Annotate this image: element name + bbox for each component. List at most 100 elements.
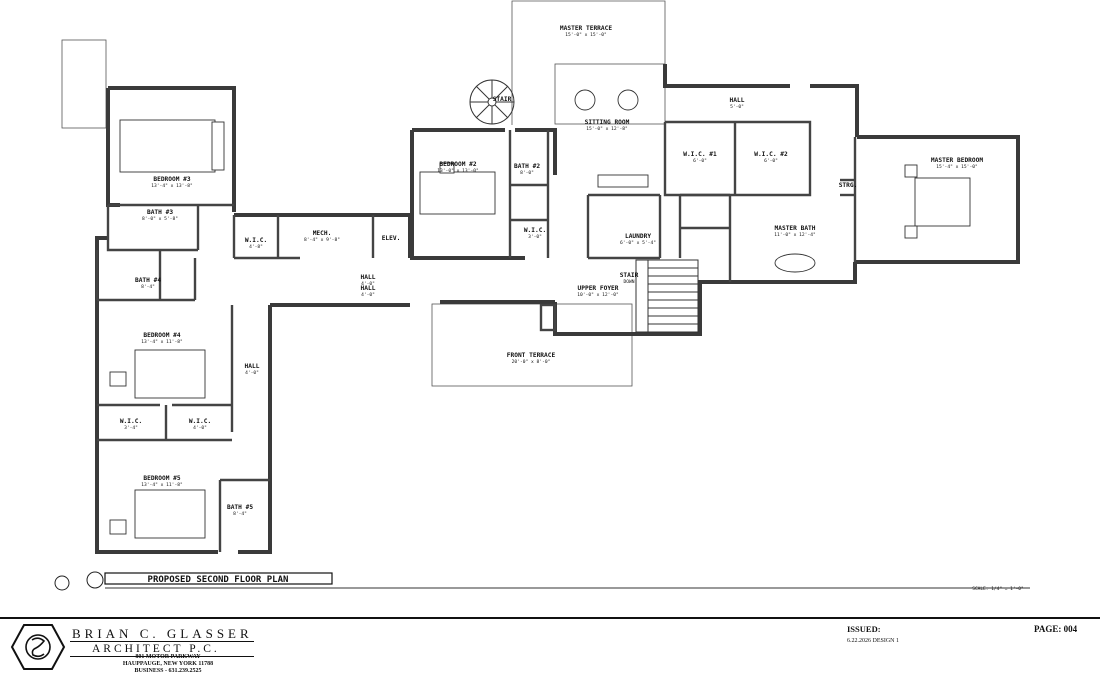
plan-title-block: PROPOSED SECOND FLOOR PLAN SCALE: 1/4" =… — [54, 571, 1030, 592]
room-label: W.I.C.3'-4" — [120, 418, 142, 431]
firm-divider — [70, 656, 254, 657]
room-name: W.I.C. — [524, 227, 546, 234]
north-arrow-icon — [54, 575, 70, 591]
room-label: STRG. — [839, 182, 858, 189]
room-name: FRONT TERRACE — [507, 352, 556, 359]
room-name: MECH. — [313, 230, 332, 237]
room-dim: 4'-0" — [245, 370, 259, 376]
room-dim: 4'-8" — [249, 244, 263, 250]
room-dim: 15'-0" x 15'-0" — [565, 32, 607, 38]
room-dim: 6'-0" — [693, 158, 707, 164]
firm-phone: BUSINESS - 631.239.2525 — [134, 668, 202, 674]
room-name: STAIR — [493, 96, 512, 103]
room-dim: 8'-0" x 5'-8" — [142, 216, 178, 222]
issued-value: 6.22.2026 DESIGN 1 — [847, 638, 899, 644]
room-dim: 3'-4" — [124, 425, 138, 431]
room-label: BEDROOM #313'-4" x 13'-8" — [151, 176, 193, 189]
room-dim: 13'-4" x 11'-8" — [141, 339, 183, 345]
room-name: W.I.C. — [245, 237, 267, 244]
room-name: MASTER TERRACE — [560, 25, 612, 32]
room-dim: 8'-4" x 9'-8" — [304, 237, 340, 243]
room-name: STRG. — [839, 182, 858, 189]
room-name: LAUNDRY — [625, 233, 651, 240]
issued-label: ISSUED: — [847, 624, 881, 634]
room-dim: 4'-0" — [361, 292, 375, 298]
room-dim: 8'-4" — [141, 284, 155, 290]
room-name: UPPER FOYER — [578, 285, 619, 292]
room-name: W.I.C. #1 — [683, 151, 717, 158]
room-dim: 8'-0" — [520, 170, 534, 176]
room-name: STAIR — [620, 272, 639, 279]
room-dim: 13'-0" x 13'-0" — [437, 168, 479, 174]
room-dim: 4'-0" — [361, 281, 375, 287]
room-label: W.I.C.4'-0" — [189, 418, 211, 431]
room-name: BEDROOM #3 — [153, 176, 191, 183]
title-block-border — [0, 617, 1100, 619]
room-label: ELEV. — [382, 235, 401, 242]
room-name: W.I.C. #2 — [754, 151, 788, 158]
firm-logo-icon — [10, 624, 66, 670]
room-dim: 13'-4" x 11'-8" — [141, 482, 183, 488]
room-name: HALL — [245, 363, 260, 370]
room-label: W.I.C. #26'-0" — [754, 151, 788, 164]
room-name: SITTING ROOM — [585, 119, 630, 126]
plan-title: PROPOSED SECOND FLOOR PLAN — [148, 575, 289, 585]
room-dim: 4'-0" — [193, 425, 207, 431]
room-label: BATH #48'-4" — [135, 277, 161, 290]
section-marker-icon — [86, 571, 104, 589]
room-label: W.I.C. #16'-0" — [683, 151, 717, 164]
room-dim: 11'-0" x 12'-4" — [774, 232, 816, 238]
room-name: W.I.C. — [120, 418, 142, 425]
room-name: ELEV. — [382, 235, 401, 242]
page-number: PAGE: 004 — [1034, 624, 1078, 634]
room-name: BATH #5 — [227, 504, 253, 511]
room-label: BEDROOM #513'-4" x 11'-8" — [141, 475, 183, 488]
room-name: HALL — [361, 285, 376, 292]
room-label: STAIR — [493, 96, 512, 103]
room-name: HALL — [361, 274, 376, 281]
room-dim: DOWN — [623, 279, 634, 285]
room-dim: 5'-0" — [730, 104, 744, 110]
room-label: BATH #38'-0" x 5'-8" — [142, 209, 178, 222]
room-label: W.I.C.4'-8" — [245, 237, 267, 250]
firm-divider — [70, 641, 254, 642]
room-name: BEDROOM #5 — [143, 475, 181, 482]
room-name: BEDROOM #4 — [143, 332, 181, 339]
stair-treads — [469, 79, 699, 333]
plan-scale: SCALE: 1/4" = 1'-0" — [972, 586, 1023, 592]
furniture-beds — [109, 89, 971, 539]
room-name: BATH #3 — [147, 209, 173, 216]
room-labels: BEDROOM #313'-4" x 13'-8" BATH #38'-0" x… — [120, 25, 984, 517]
room-name: W.I.C. — [189, 418, 211, 425]
firm-address-street: 801 MOTOR PARKWAY — [135, 654, 201, 660]
room-label: BEDROOM #413'-4" x 11'-8" — [141, 332, 183, 345]
room-dim: 20'-0" x 8'-0" — [512, 359, 551, 365]
interior-walls — [95, 120, 857, 552]
room-dim: 6'-0" x 5'-4" — [620, 240, 656, 246]
room-name: BEDROOM #2 — [439, 161, 477, 168]
room-name: HALL — [730, 97, 745, 104]
room-name: BATH #4 — [135, 277, 161, 284]
room-dim: 3'-0" — [528, 234, 542, 240]
room-label: W.I.C.3'-0" — [524, 227, 546, 240]
room-name: MASTER BEDROOM — [931, 157, 983, 164]
room-dim: 8'-4" — [233, 511, 247, 517]
room-dim: 15'-0" x 12'-8" — [586, 126, 628, 132]
room-name: BATH #2 — [514, 163, 540, 170]
firm-name: BRIAN C. GLASSER — [72, 626, 253, 641]
firm-subtitle: ARCHITECT P.C. — [92, 643, 220, 655]
firm-address-city: HAUPPAUGE, NEW YORK 11788 — [122, 661, 214, 667]
room-dim: 10'-0" x 12'-0" — [577, 292, 619, 298]
room-label: MECH.8'-4" x 9'-8" — [304, 230, 340, 243]
